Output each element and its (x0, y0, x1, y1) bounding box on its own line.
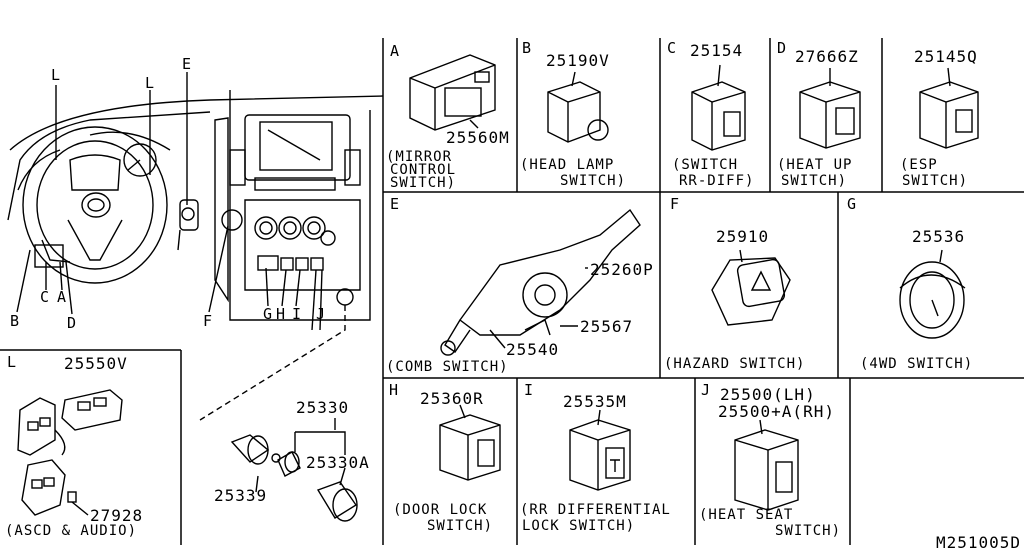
panel-e-letter: E (390, 195, 401, 213)
panel-grid (0, 38, 1024, 545)
panel-h-part-number: 25360R (420, 389, 484, 408)
callout-a: A (57, 288, 68, 306)
panel-a-letter: A (390, 42, 401, 60)
esp-switch (919, 67, 979, 149)
panel-d-letter: D (777, 39, 788, 57)
panel-f-caption: (HAZARD SWITCH) (664, 356, 806, 372)
ascd-audio-switches (17, 389, 123, 516)
panel-a-caption-1: (MIRROR (386, 149, 453, 165)
panel-a-caption-2: CONTROL (390, 162, 457, 178)
panel-esp-caption-1: (ESP (900, 157, 938, 173)
callout-g: G (263, 305, 274, 323)
panel-g-part-number: 25536 (912, 227, 966, 246)
callout-l-right: L (145, 74, 156, 92)
panel-b-caption-2: SWITCH) (560, 173, 627, 189)
callout-l-left: L (51, 66, 62, 84)
panel-b-caption-1: (HEAD LAMP (520, 157, 615, 173)
panel-c-caption-2: RR-DIFF) (679, 173, 755, 189)
callout-f: F (203, 312, 214, 330)
panel-esp-caption-2: SWITCH) (902, 173, 969, 189)
panel-d-caption-1: (HEAT UP (777, 157, 853, 173)
panel-i-caption-1: (RR DIFFERENTIAL (520, 502, 671, 518)
lighter-part-25330a: 25330A (306, 453, 370, 472)
rr-differential-lock-switch (569, 409, 631, 491)
panel-c-letter: C (667, 39, 678, 57)
rr-diff-switch (691, 64, 746, 151)
panel-j-caption-1: (HEAT SEAT (699, 507, 794, 523)
panel-c-caption-1: (SWITCH (672, 157, 739, 173)
lighter-part-25339: 25339 (214, 486, 268, 505)
panel-b-letter: B (522, 39, 533, 57)
panel-j-caption-2: SWITCH) (775, 523, 842, 539)
lighter-part-25330: 25330 (296, 398, 350, 417)
panel-l-part-27928: 27928 (90, 506, 144, 525)
dashboard-overview (7, 72, 384, 421)
mirror-control-switch (409, 54, 496, 131)
panel-esp-part-number: 25145Q (914, 47, 978, 66)
panel-h-caption-1: (DOOR LOCK (393, 502, 488, 518)
panel-e-part-25540: 25540 (506, 340, 560, 359)
panel-a-caption-3: SWITCH) (390, 175, 457, 191)
panel-g-caption: (4WD SWITCH) (860, 356, 974, 372)
callout-h: H (276, 305, 287, 323)
panel-f-part-number: 25910 (716, 227, 770, 246)
panel-l-part-25550v: 25550V (64, 354, 128, 373)
panel-j-part-rh: 25500+A(RH) (718, 402, 835, 421)
panel-l-letter: L (7, 353, 18, 371)
callout-d: D (67, 314, 78, 332)
callout-i: I (292, 305, 303, 323)
combination-switch (440, 208, 641, 356)
panel-j-letter: J (701, 381, 712, 399)
panel-j-part-lh: 25500(LH) (720, 385, 816, 404)
4wd-switch (899, 249, 966, 339)
head-lamp-switch (547, 71, 609, 143)
panel-d-part-number: 27666Z (795, 47, 859, 66)
panel-i-caption-2: LOCK SWITCH) (522, 518, 636, 534)
panel-c-part-number: 25154 (690, 41, 744, 60)
callout-c: C (40, 288, 51, 306)
panel-f-letter: F (670, 195, 681, 213)
panel-e-caption: (COMB SWITCH) (386, 359, 509, 375)
heat-seat-switch (734, 419, 799, 511)
callout-b: B (10, 312, 21, 330)
panel-e-part-25567: 25567 (580, 317, 634, 336)
drawing-id: M251005D (936, 533, 1022, 552)
panel-l-caption: (ASCD & AUDIO) (5, 523, 138, 539)
panel-d-caption-2: SWITCH) (781, 173, 848, 189)
hazard-switch (711, 249, 791, 326)
cigarette-lighter-assembly (230, 418, 358, 522)
door-lock-switch (439, 404, 501, 481)
panel-h-caption-2: SWITCH) (427, 518, 494, 534)
panel-h-letter: H (389, 381, 400, 399)
panel-g-letter: G (847, 195, 858, 213)
heat-up-switch (799, 68, 861, 149)
callout-e: E (182, 55, 193, 73)
panel-e-part-25260p: 25260P (590, 260, 654, 279)
callout-j: J (316, 305, 327, 323)
panel-i-part-number: 25535M (563, 392, 627, 411)
panel-b-part-number: 25190V (546, 51, 610, 70)
panel-i-letter: I (524, 381, 535, 399)
panel-a-part-number: 25560M (446, 128, 510, 147)
